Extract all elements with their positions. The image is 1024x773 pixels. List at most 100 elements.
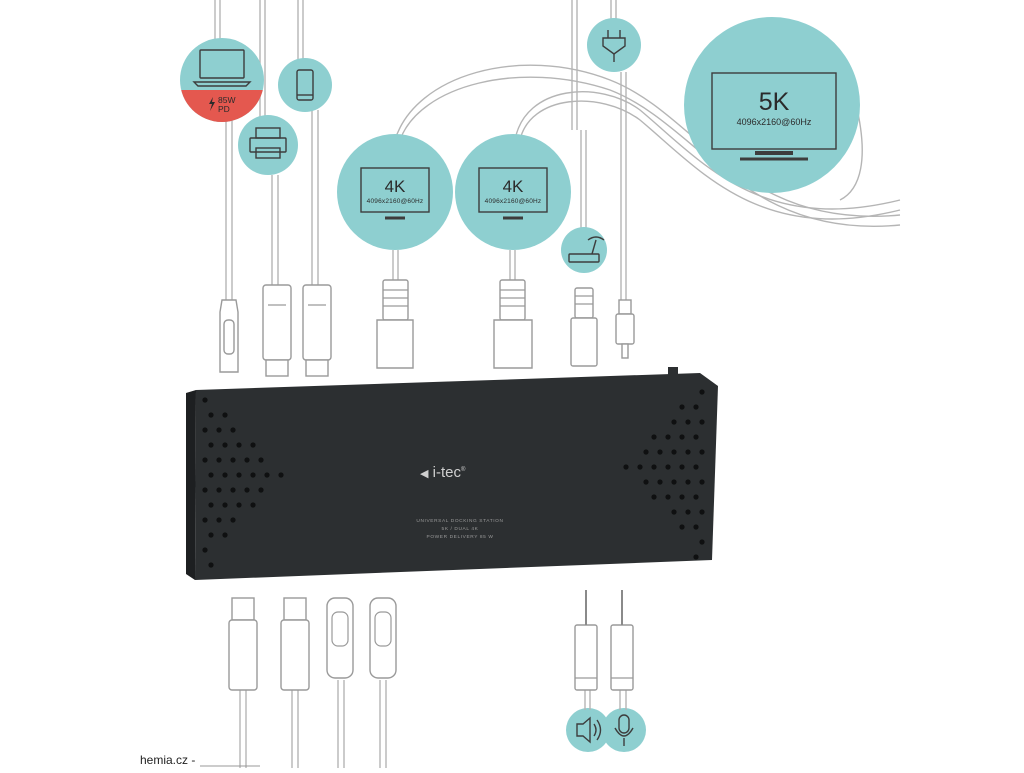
vent-hole: [222, 442, 228, 448]
vent-hole: [202, 397, 208, 403]
lightning-icon: [209, 97, 215, 111]
laptop-icon: [192, 49, 252, 87]
vent-hole: [699, 449, 705, 455]
vent-hole: [623, 464, 629, 470]
vent-hole: [202, 517, 208, 523]
vent-hole: [264, 472, 270, 478]
vent-hole: [693, 554, 699, 560]
cable-curves: [394, 64, 901, 228]
vent-hole: [202, 547, 208, 553]
vent-hole: [651, 464, 657, 470]
monitor-icon: [360, 72, 837, 220]
vent-hole: [222, 472, 228, 478]
vent-hole: [693, 404, 699, 410]
vent-hole: [236, 442, 242, 448]
connector-ridges: [268, 289, 593, 307]
connectors-top: [219, 279, 635, 377]
vent-hole: [699, 389, 705, 395]
vent-hole: [208, 502, 214, 508]
vent-hole: [657, 449, 663, 455]
display2-resolution: 4K: [502, 177, 524, 196]
printer-icon: [249, 127, 287, 159]
vent-hole: [236, 472, 242, 478]
vent-hole: [699, 539, 705, 545]
speaker-icon: [576, 716, 602, 744]
vent-hole: [230, 487, 236, 493]
vent-holes: [202, 389, 705, 568]
vent-hole: [693, 434, 699, 440]
vent-hole: [643, 449, 649, 455]
vent-hole: [679, 524, 685, 530]
vent-hole: [671, 509, 677, 515]
vent-hole: [699, 509, 705, 515]
vent-hole: [208, 532, 214, 538]
vent-hole: [208, 442, 214, 448]
docking-station-body: [186, 367, 718, 580]
vent-hole: [250, 442, 256, 448]
vent-hole: [216, 517, 222, 523]
vent-hole: [216, 457, 222, 463]
power-plug-icon: [602, 30, 626, 62]
vent-hole: [643, 479, 649, 485]
vent-hole: [679, 494, 685, 500]
router-icon: [568, 236, 605, 263]
vent-hole: [258, 487, 264, 493]
display1-resolution: 4K: [384, 177, 406, 196]
vent-hole: [685, 449, 691, 455]
vent-hole: [657, 479, 663, 485]
brand-logo: ◀ i-tec®: [420, 464, 466, 481]
footer-text: hemia.cz -: [140, 753, 196, 767]
vent-hole: [208, 562, 214, 568]
usb-c-slots: [331, 611, 633, 679]
vent-hole: [693, 494, 699, 500]
vent-hole: [685, 419, 691, 425]
vent-hole: [679, 434, 685, 440]
cables-bottom: [239, 680, 627, 768]
display3-mode: 4096x2160@60Hz: [736, 117, 812, 127]
microphone-icon: [614, 714, 634, 746]
vent-hole: [216, 427, 222, 433]
vent-hole: [230, 517, 236, 523]
vent-hole: [665, 464, 671, 470]
vent-hole: [250, 472, 256, 478]
vent-hole: [671, 449, 677, 455]
vent-hole: [637, 464, 643, 470]
vent-hole: [230, 457, 236, 463]
vent-hole: [216, 487, 222, 493]
vent-hole: [230, 427, 236, 433]
vent-hole: [651, 434, 657, 440]
vent-hole: [685, 479, 691, 485]
vent-hole: [671, 479, 677, 485]
vent-hole: [693, 524, 699, 530]
display3-resolution: 5K: [758, 88, 790, 116]
smartphone-icon: [296, 69, 314, 101]
vent-hole: [278, 472, 284, 478]
audio-jacks: [585, 590, 623, 625]
vent-hole: [202, 487, 208, 493]
vent-hole: [222, 412, 228, 418]
vent-hole: [679, 404, 685, 410]
device-label: UNIVERSAL DOCKING STATION 5K / DUAL 4K P…: [416, 519, 504, 540]
vent-hole: [699, 419, 705, 425]
vent-hole: [208, 472, 214, 478]
power-delivery-label: 85W PD: [218, 95, 236, 114]
vent-hole: [244, 457, 250, 463]
display2-mode: 4096x2160@60Hz: [484, 198, 542, 205]
vent-hole: [222, 532, 228, 538]
vent-hole: [202, 427, 208, 433]
vent-hole: [208, 412, 214, 418]
vent-hole: [244, 487, 250, 493]
cables-top: [214, 0, 627, 300]
vent-hole: [693, 464, 699, 470]
vent-hole: [679, 464, 685, 470]
vent-hole: [665, 494, 671, 500]
vent-hole: [236, 502, 242, 508]
connectors-bottom: [228, 597, 634, 691]
vent-hole: [699, 479, 705, 485]
vent-hole: [258, 457, 264, 463]
vent-hole: [665, 434, 671, 440]
footer: hemia.cz -: [0, 752, 195, 768]
vent-hole: [685, 509, 691, 515]
